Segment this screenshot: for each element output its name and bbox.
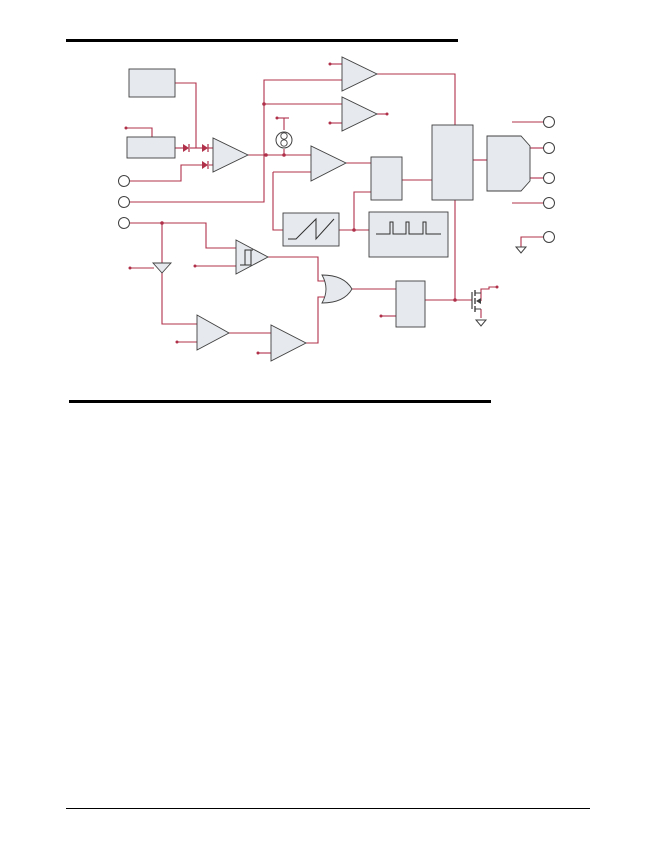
block-diagram: .w { fill: none; stroke: #b0304a; stroke… <box>118 56 555 362</box>
pin-left-1 <box>118 175 130 187</box>
wire-pin1-to-diode <box>130 164 202 182</box>
wires <box>126 63 544 354</box>
pulse-wave-icon <box>376 221 441 235</box>
lower-amplifier-1 <box>196 314 230 351</box>
clock-oscillator <box>368 211 449 258</box>
current-source-icon <box>275 131 293 149</box>
control-logic-block <box>431 124 474 201</box>
pin-right-4 <box>543 197 555 209</box>
junction-dots <box>124 62 499 355</box>
wire-buffer-to-amp <box>161 272 197 325</box>
wire-schmitt-to-or <box>268 256 327 282</box>
pin-right-1 <box>543 116 555 128</box>
ramp-wave-icon <box>288 217 335 241</box>
output-driver-block <box>486 135 531 192</box>
wire-ramp-loop <box>272 172 283 231</box>
ground-icon <box>514 246 528 254</box>
top-rule <box>66 39 458 42</box>
pin-left-2 <box>118 196 130 208</box>
top-comparator-2 <box>341 96 379 132</box>
wire-comp1-to-logic <box>377 73 456 125</box>
wire-logic-to-mosfet <box>454 200 472 301</box>
ramp-generator <box>282 212 340 247</box>
schmitt-comparator <box>235 239 269 275</box>
mosfet-icon <box>471 290 481 312</box>
pin-right-3 <box>543 172 555 184</box>
middle-rule <box>69 400 491 403</box>
error-amplifier <box>212 137 250 173</box>
buffer-triangle <box>151 262 173 274</box>
top-comparator-1 <box>341 56 379 92</box>
pin-right-2 <box>543 142 555 154</box>
pwm-comparator <box>310 145 348 182</box>
or-gate <box>321 274 353 304</box>
pin-right-5 <box>543 231 555 243</box>
pins <box>118 116 555 243</box>
wire-pin2-to-top <box>130 79 342 203</box>
wire-ref-to-amp <box>175 82 215 149</box>
bottom-rule <box>66 808 590 809</box>
timer-block <box>395 280 426 328</box>
wire-pin3 <box>130 222 236 249</box>
lower-amplifier-2 <box>270 324 307 362</box>
pin-left-3 <box>118 217 130 229</box>
wire-sense-input <box>126 127 153 137</box>
reference-block <box>128 68 176 98</box>
sense-block <box>126 136 176 159</box>
wire-amp2-to-or <box>306 296 327 344</box>
mosfet-ground-icon <box>474 319 488 327</box>
latch-block <box>370 156 403 201</box>
diode-pair-icon <box>183 144 209 169</box>
